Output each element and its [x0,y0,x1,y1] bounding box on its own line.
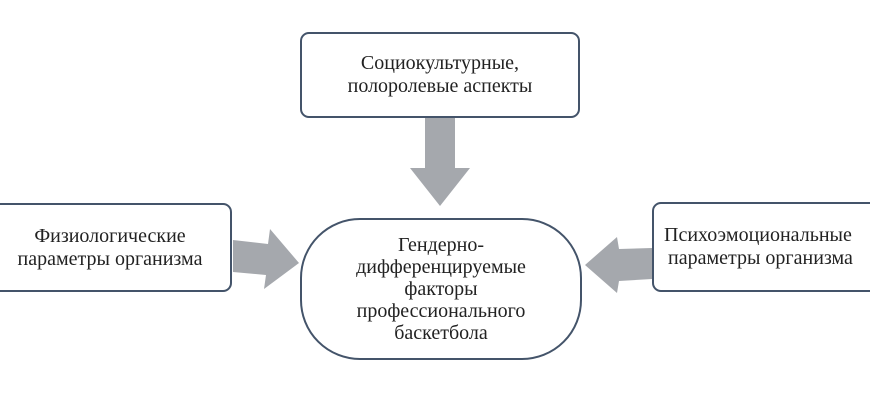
sociocultural-aspects-box: Социокультурные, полоролевые аспекты [300,32,580,118]
physiological-parameters-box: Физиологические параметры организма [0,203,232,292]
box-line: дифференцируемые [356,256,526,278]
box-line: параметры организма [668,247,853,269]
left-arrow [585,237,652,293]
box-line: факторы [404,278,478,300]
right-arrow [233,229,299,289]
psychoemotional-parameters-box: Психоэмоциональные параметры организма [652,202,870,292]
box-line: баскетбола [394,322,488,344]
gender-factors-center-box: Гендерно- дифференцируемые факторы профе… [300,218,582,360]
box-line: Физиологические [34,224,186,247]
box-line: Психоэмоциональные [664,224,852,246]
down-arrow [410,118,470,206]
box-line: полоролевые аспекты [347,75,533,97]
box-line: Гендерно- [397,234,485,256]
box-line: параметры организма [17,247,203,270]
box-line: профессионального [356,300,526,322]
box-line: Социокультурные, [360,52,520,74]
